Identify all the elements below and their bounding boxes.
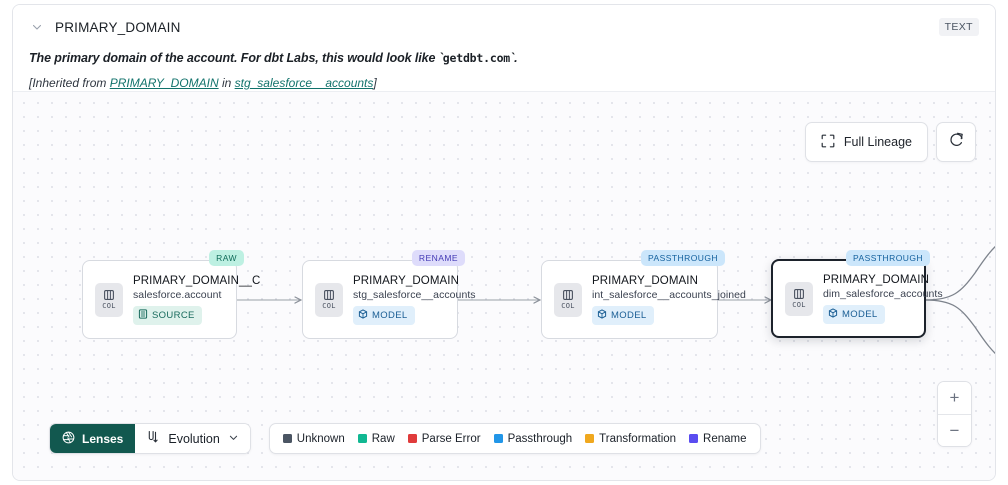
lineage-graph: RAW COL PRIMARY_DOMAIN__C salesforce.acc… bbox=[13, 92, 995, 480]
zoom-out-button[interactable]: − bbox=[938, 414, 971, 446]
legend-label: Raw bbox=[371, 432, 395, 445]
zoom-controls: + − bbox=[937, 381, 972, 447]
column-detail-card: PRIMARY_DOMAIN TEXT The primary domain o… bbox=[12, 4, 996, 481]
node-tag: PASSTHROUGH bbox=[846, 250, 930, 266]
expand-corners-icon bbox=[821, 134, 835, 151]
column-icon: COL bbox=[785, 281, 813, 316]
inherited-middle: in bbox=[218, 76, 235, 90]
node-body: PRIMARY_DOMAIN dim_salesforce_accounts M… bbox=[823, 274, 943, 324]
node-column-name: PRIMARY_DOMAIN bbox=[592, 274, 698, 287]
evolution-flow-icon bbox=[146, 430, 160, 447]
column-icon: COL bbox=[95, 282, 123, 317]
inherited-suffix: ] bbox=[373, 76, 377, 90]
lineage-canvas[interactable]: Full Lineage + − bbox=[13, 91, 995, 480]
node-type-label: MODEL bbox=[372, 309, 408, 321]
legend-item[interactable]: Unknown bbox=[282, 432, 345, 445]
column-header: PRIMARY_DOMAIN TEXT The primary domain o… bbox=[13, 5, 995, 91]
canvas-bottom-toolbar: Lenses Evolution bbox=[49, 423, 761, 454]
chevron-down-icon[interactable] bbox=[29, 19, 45, 35]
status-badge: TEXT bbox=[938, 18, 979, 36]
node-column-name: PRIMARY_DOMAIN__C bbox=[133, 274, 261, 287]
column-icon-label: COL bbox=[102, 302, 116, 310]
zoom-in-button[interactable]: + bbox=[938, 382, 971, 414]
lineage-node-selected[interactable]: PASSTHROUGH COL PRIMARY_DOMAIN dim_sales… bbox=[771, 250, 943, 338]
legend-swatch bbox=[585, 434, 595, 443]
node-type-pill: MODEL bbox=[823, 304, 885, 324]
refresh-button[interactable] bbox=[936, 122, 976, 162]
description-prefix: The primary domain of the account. For d… bbox=[29, 51, 443, 65]
legend-label: Parse Error bbox=[421, 432, 481, 445]
inherited-prefix: [Inherited from bbox=[29, 76, 110, 90]
node-body: PRIMARY_DOMAIN int_salesforce__accounts_… bbox=[592, 275, 746, 325]
legend-item[interactable]: Passthrough bbox=[493, 432, 573, 445]
legend-item[interactable]: Parse Error bbox=[407, 432, 481, 445]
column-icon-label: COL bbox=[792, 301, 806, 309]
full-lineage-button[interactable]: Full Lineage bbox=[804, 122, 928, 162]
node-type-pill: MODEL bbox=[353, 305, 415, 325]
inherited-from-note: [Inherited from PRIMARY_DOMAIN in stg_sa… bbox=[29, 75, 979, 91]
node-type-label: MODEL bbox=[611, 309, 647, 321]
node-type-label: MODEL bbox=[842, 308, 878, 320]
legend-item[interactable]: Transformation bbox=[585, 433, 676, 445]
lineage-node[interactable]: PASSTHROUGH COL PRIMARY_DOMAIN int_sales… bbox=[541, 250, 746, 339]
refresh-icon bbox=[948, 131, 965, 153]
node-table-name: int_salesforce__accounts_joined bbox=[592, 288, 746, 301]
column-icon: COL bbox=[315, 282, 343, 317]
header-title-row: PRIMARY_DOMAIN bbox=[29, 15, 979, 39]
node-body: PRIMARY_DOMAIN stg_salesforce__accounts … bbox=[353, 275, 476, 325]
chevron-down-icon bbox=[228, 432, 239, 446]
lineage-node[interactable]: RENAME COL PRIMARY_DOMAIN stg_salesforce… bbox=[302, 250, 476, 339]
legend-label: Transformation bbox=[599, 432, 677, 445]
node-tag: RENAME bbox=[411, 250, 465, 266]
column-icon-label: COL bbox=[322, 302, 336, 310]
legend-swatch bbox=[357, 434, 367, 443]
database-icon bbox=[138, 308, 148, 322]
node-body: PRIMARY_DOMAIN__C salesforce.account bbox=[133, 275, 260, 325]
node-tag: RAW bbox=[209, 250, 244, 266]
node-table-name: stg_salesforce__accounts bbox=[353, 288, 476, 301]
evolution-dropdown[interactable]: Evolution bbox=[135, 424, 250, 453]
node-type-pill: SOURCE bbox=[133, 305, 202, 325]
legend-swatch bbox=[282, 434, 292, 443]
lens-control-group: Lenses Evolution bbox=[49, 423, 251, 454]
legend-label: Unknown bbox=[296, 432, 345, 445]
column-icon-label: COL bbox=[561, 302, 575, 310]
canvas-top-controls: Full Lineage bbox=[804, 122, 976, 162]
inherited-model-link[interactable]: stg_salesforce__accounts bbox=[234, 76, 374, 90]
legend-swatch bbox=[493, 434, 503, 443]
node-type-label: SOURCE bbox=[152, 309, 195, 321]
lineage-legend: Unknown Raw Parse Error Passthrough bbox=[268, 423, 761, 454]
legend-item[interactable]: Raw bbox=[357, 432, 395, 445]
full-lineage-label: Full Lineage bbox=[843, 135, 912, 149]
cube-icon bbox=[358, 308, 368, 322]
node-column-name: PRIMARY_DOMAIN bbox=[353, 274, 459, 287]
node-type-pill: MODEL bbox=[592, 305, 654, 325]
page-title: PRIMARY_DOMAIN bbox=[55, 19, 181, 35]
node-table-name: salesforce.account bbox=[133, 288, 222, 301]
evolution-label: Evolution bbox=[168, 431, 220, 446]
description-code: getdbt.com bbox=[442, 51, 511, 65]
legend-item[interactable]: Rename bbox=[689, 432, 747, 445]
cube-icon bbox=[828, 307, 838, 321]
aperture-icon bbox=[62, 431, 75, 447]
lenses-label: Lenses bbox=[82, 431, 124, 446]
lineage-node[interactable]: RAW COL PRIMARY_DOMAIN__C salesforce.acc… bbox=[82, 250, 260, 339]
cube-icon bbox=[597, 308, 607, 322]
inherited-column-link[interactable]: PRIMARY_DOMAIN bbox=[109, 76, 219, 90]
column-icon: COL bbox=[554, 282, 582, 317]
node-tag: PASSTHROUGH bbox=[641, 250, 725, 266]
legend-swatch bbox=[407, 434, 417, 443]
column-description: The primary domain of the account. For d… bbox=[29, 50, 979, 66]
legend-swatch bbox=[689, 434, 699, 443]
node-table-name: dim_salesforce_accounts bbox=[823, 287, 943, 300]
node-column-name: PRIMARY_DOMAIN bbox=[823, 273, 929, 286]
legend-label: Rename bbox=[703, 432, 747, 445]
lenses-button[interactable]: Lenses bbox=[50, 424, 136, 453]
description-suffix: `. bbox=[510, 51, 518, 65]
legend-label: Passthrough bbox=[507, 432, 573, 445]
